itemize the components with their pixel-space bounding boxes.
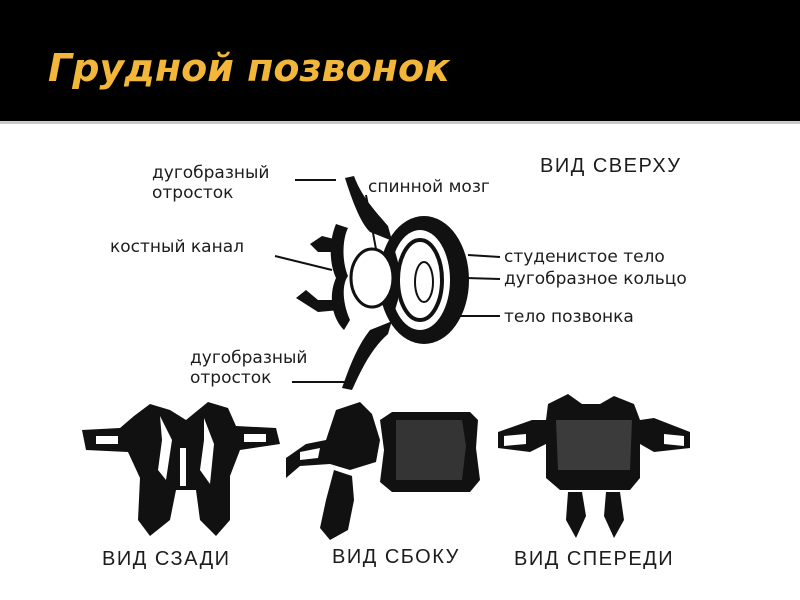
top-view-vertebra	[274, 176, 501, 390]
front-view-body-shading	[556, 420, 632, 470]
label-annulus-fibrosus: дугобразное кольцо	[504, 269, 687, 289]
back-view-spinous-highlight	[180, 448, 186, 486]
side-view-vertebra	[286, 402, 480, 540]
front-view-vertebra	[498, 394, 690, 538]
side-view-spinous-process	[320, 470, 354, 540]
front-view-highlight-left	[504, 434, 526, 446]
neural-arch	[342, 176, 398, 390]
transverse-process-lower	[296, 290, 340, 312]
side-view-body-shading	[396, 420, 466, 480]
label-arch-process-bottom-line2: отросток	[190, 368, 272, 388]
slide-title: Грудной позвонок	[48, 46, 450, 90]
label-vertebral-body: тело позвонка	[504, 307, 634, 327]
front-view-process-right	[604, 492, 624, 538]
label-arch-process-top-line1: дугобразный	[152, 163, 270, 183]
side-view-arch	[286, 402, 380, 478]
view-label-front: ВИД СПЕРЕДИ	[514, 548, 675, 570]
view-label-top: ВИД СВЕРХУ	[540, 155, 682, 177]
back-view-highlight-right	[244, 434, 266, 442]
view-label-side: ВИД СБОКУ	[332, 546, 460, 568]
view-label-back: ВИД СЗАДИ	[102, 548, 231, 570]
label-spinal-cord: спинной мозг	[368, 177, 490, 197]
side-view-highlight	[300, 448, 320, 460]
back-view-highlight-center-left	[158, 416, 172, 480]
nucleus-shape	[414, 261, 434, 303]
spinal-canal	[349, 247, 395, 309]
front-view-shape	[498, 394, 690, 490]
side-view-body	[380, 412, 480, 492]
label-arch-process-top-line2: отросток	[152, 183, 234, 203]
label-bony-canal: костный канал	[110, 237, 244, 257]
back-view-highlight-center-right	[200, 418, 214, 484]
title-bar: Грудной позвонок	[0, 0, 800, 124]
front-view-process-left	[566, 492, 586, 538]
back-view-highlight-left	[96, 436, 118, 444]
label-nucleus-pulposus: студенистое тело	[504, 247, 665, 267]
label-arch-process-bottom-line1: дугобразный	[190, 348, 308, 368]
back-view-vertebra	[82, 402, 280, 536]
arch-lamina	[330, 224, 350, 330]
front-view-highlight-right	[664, 434, 684, 446]
